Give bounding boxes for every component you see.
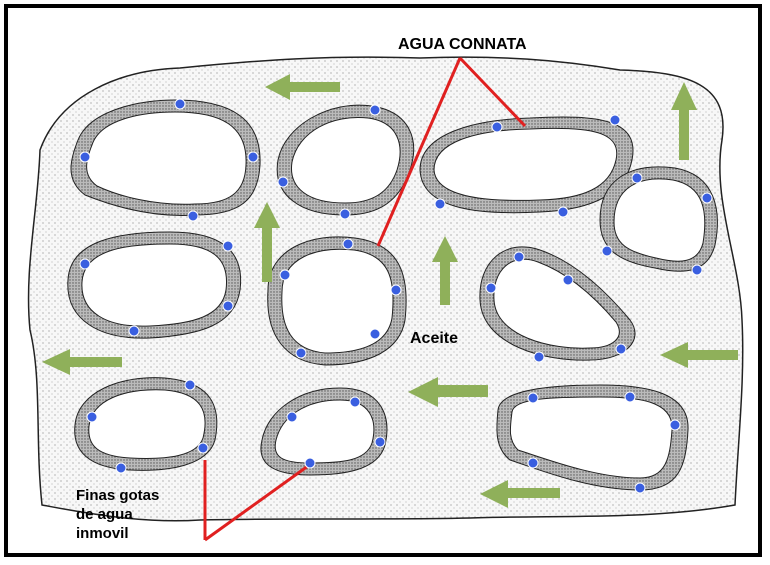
- arrow-left: [660, 342, 738, 368]
- arrow-left: [408, 377, 488, 407]
- arrow-up: [254, 202, 280, 282]
- immobile-label-line: de agua: [76, 506, 133, 523]
- immobile-water-drops-label: Finas gotas de agua inmovil: [76, 486, 159, 543]
- arrow-left: [480, 480, 560, 508]
- arrow-up: [671, 82, 697, 160]
- connate-water-drops: [79, 98, 713, 494]
- grains: [67, 99, 718, 491]
- immobile-label-line: inmovil: [76, 525, 129, 542]
- arrow-left: [265, 74, 340, 100]
- immobile-label-line: Finas gotas: [76, 487, 160, 504]
- arrow-left: [42, 349, 122, 375]
- oil-label: Aceite: [410, 330, 459, 347]
- arrow-up: [432, 236, 458, 305]
- leader-lines: [203, 56, 527, 542]
- oil-flow-arrows: [42, 74, 738, 508]
- connate-water-label: AGUA CONNATA: [398, 36, 527, 53]
